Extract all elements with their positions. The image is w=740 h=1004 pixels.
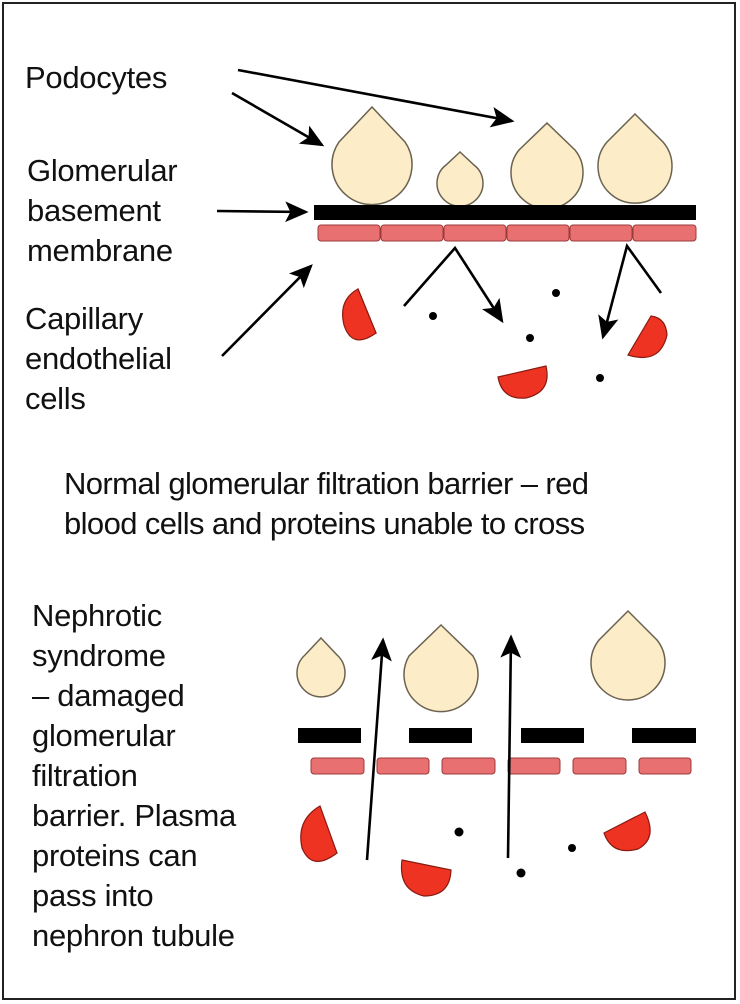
protein bbox=[454, 827, 464, 837]
endothelial-cell bbox=[632, 224, 697, 242]
caption-line: pass into bbox=[32, 878, 154, 913]
label-line: cells bbox=[25, 381, 86, 416]
arrow-endothelial bbox=[221, 264, 313, 357]
label-line: endothelial bbox=[25, 341, 172, 376]
protein bbox=[516, 868, 526, 878]
membrane-fragment bbox=[521, 728, 584, 743]
label-glomerular-basement-membrane: Glomerular basement membrane bbox=[27, 151, 178, 271]
normal-endothelial-cells bbox=[317, 224, 697, 242]
caption-line: – damaged bbox=[32, 678, 185, 713]
red-blood-cell bbox=[300, 805, 338, 862]
label-line: Glomerular bbox=[27, 153, 178, 188]
endothelial-cell bbox=[310, 757, 365, 775]
protein bbox=[552, 289, 560, 297]
red-blood-cell bbox=[603, 811, 651, 852]
podocyte bbox=[403, 623, 479, 713]
caption-line: nephron tubule bbox=[32, 918, 235, 953]
arrow-leak-1 bbox=[365, 637, 392, 861]
caption-line: barrier. Plasma bbox=[32, 798, 236, 833]
podocyte bbox=[597, 112, 673, 204]
caption-normal: Normal glomerular filtration barrier – r… bbox=[64, 464, 589, 544]
label-podocytes: Podocytes bbox=[25, 60, 168, 95]
arrow-gbm bbox=[216, 201, 309, 223]
podocyte bbox=[331, 105, 413, 206]
arrow-leak-2 bbox=[500, 634, 522, 859]
endothelial-cell bbox=[380, 224, 444, 242]
podocyte bbox=[510, 121, 584, 210]
protein bbox=[596, 374, 604, 382]
endothelial-cell bbox=[638, 757, 692, 775]
red-blood-cell bbox=[497, 365, 548, 399]
label-capillary-endothelial-cells: Capillary endothelial cells bbox=[25, 299, 172, 419]
normal-podocytes bbox=[331, 105, 673, 210]
red-blood-cell bbox=[627, 315, 668, 359]
podocyte bbox=[436, 150, 484, 207]
damaged-red-blood-cells bbox=[300, 805, 651, 897]
endothelial-cell bbox=[507, 757, 561, 775]
label-line: Capillary bbox=[25, 301, 143, 336]
caption-line: proteins can bbox=[32, 838, 198, 873]
caption-line: Nephrotic bbox=[32, 598, 162, 633]
caption-line: filtration bbox=[32, 758, 138, 793]
membrane-fragment bbox=[298, 728, 361, 743]
caption-line: glomerular bbox=[32, 718, 176, 753]
protein bbox=[429, 312, 437, 320]
endothelial-cell bbox=[441, 757, 496, 775]
damaged-podocytes bbox=[296, 609, 666, 713]
damaged-arrows bbox=[365, 634, 522, 861]
caption-nephrotic: Nephrotic syndrome – damaged glomerular … bbox=[32, 596, 236, 956]
protein bbox=[526, 334, 534, 342]
damaged-endothelial-cells bbox=[310, 757, 692, 775]
label-line: basement bbox=[27, 193, 161, 228]
label-line: membrane bbox=[27, 233, 173, 268]
caption-line: syndrome bbox=[32, 638, 166, 673]
damaged-proteins bbox=[454, 827, 576, 878]
arrow-podocyte-left bbox=[231, 91, 325, 147]
glomerular-basement-membrane bbox=[314, 205, 696, 220]
endothelial-cell bbox=[506, 224, 570, 242]
bounce-arrow-rbc bbox=[598, 243, 663, 340]
normal-arrows bbox=[216, 68, 663, 357]
caption-line: Normal glomerular filtration barrier – r… bbox=[64, 466, 589, 501]
membrane-fragment bbox=[409, 728, 472, 743]
endothelial-cell bbox=[376, 757, 430, 775]
endothelial-cell bbox=[569, 224, 633, 242]
arrow-podocyte-right bbox=[237, 68, 515, 128]
endothelial-cell bbox=[572, 757, 627, 775]
normal-proteins bbox=[429, 289, 604, 382]
red-blood-cell bbox=[400, 859, 452, 897]
bounce-arrow-protein bbox=[403, 245, 504, 324]
podocyte bbox=[296, 636, 346, 698]
endothelial-cell bbox=[317, 224, 381, 242]
protein bbox=[568, 844, 576, 852]
caption-line: blood cells and proteins unable to cross bbox=[64, 506, 585, 541]
membrane-fragment bbox=[632, 728, 696, 743]
red-blood-cell bbox=[342, 288, 377, 341]
endothelial-cell bbox=[443, 224, 507, 242]
normal-red-blood-cells bbox=[342, 287, 668, 399]
podocyte bbox=[590, 609, 666, 701]
damaged-basement-membrane bbox=[298, 728, 696, 743]
